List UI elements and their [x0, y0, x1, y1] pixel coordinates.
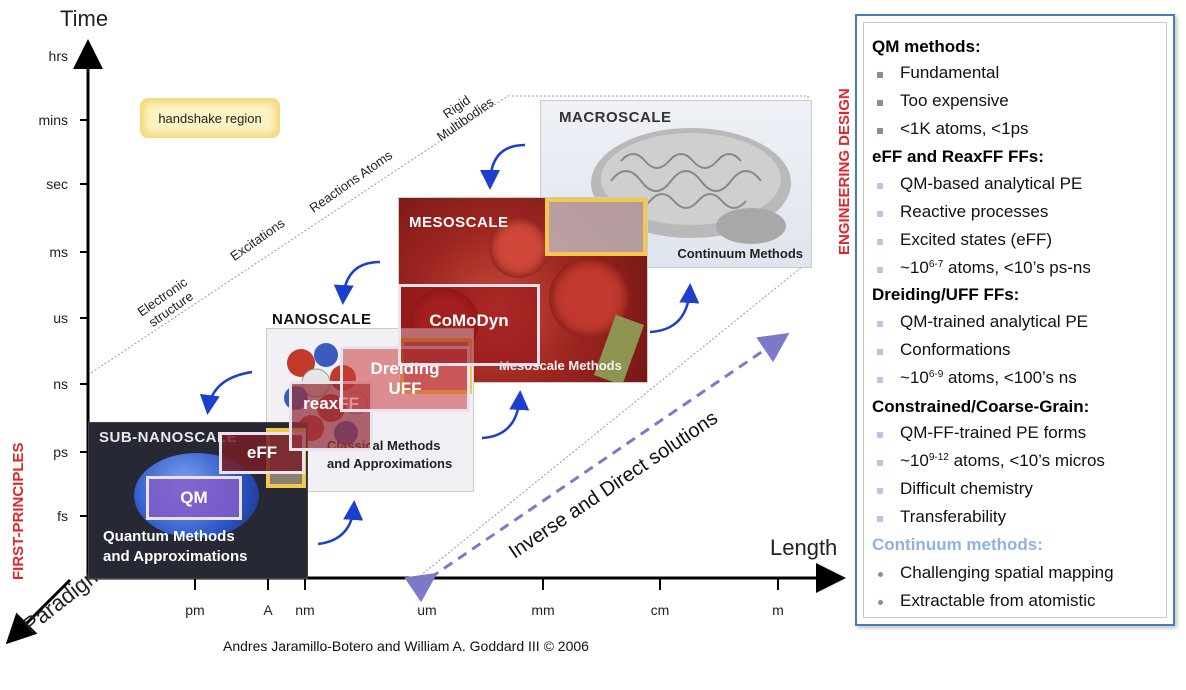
y-tick-label: ms: [49, 244, 68, 260]
paradigm-axis: [5, 578, 72, 645]
legend-item: Transferability: [900, 507, 1007, 526]
handshake-region: handshake region: [140, 98, 280, 138]
legend-item: Conformations: [900, 340, 1011, 359]
legend-item: Reactive processes: [900, 202, 1049, 221]
legend-heading-cg: Constrained/Coarse-Grain:: [872, 397, 1090, 416]
caption-line: and Approximations: [103, 548, 248, 565]
subnanoscale-caption: Quantum Methods and Approximations: [103, 527, 247, 567]
legend-heading-dreiding: Dreiding/UFF FFs:: [872, 285, 1020, 304]
legend-panel: QM methods: Fundamental Too expensive <1…: [855, 14, 1175, 626]
y-axis-title: Time: [60, 6, 109, 31]
x-axis-title: Length: [770, 535, 838, 560]
first-principles-label: FIRST-PRINCIPLES: [10, 442, 27, 580]
legend-item: Fundamental: [900, 63, 1000, 82]
meso-macro-overlap: [545, 198, 647, 256]
envelope-top: [87, 95, 808, 376]
x-tick-label: A: [263, 602, 273, 618]
subnanoscale-title: SUB-NANOSCALE: [99, 429, 238, 446]
legend-inner: QM methods: Fundamental Too expensive <1…: [863, 22, 1167, 618]
x-tick-label: pm: [185, 602, 205, 618]
legend-item: QM-trained analytical PE: [900, 312, 1089, 331]
nanoscale-title: NANOSCALE: [272, 311, 372, 328]
legend-item-atoms: ~109-12 atoms, <10’s micros: [900, 451, 1105, 470]
macroscale-title: MACROSCALE: [559, 109, 672, 126]
curve-arrow-1: [199, 370, 253, 415]
x-tick-label: mm: [531, 602, 555, 618]
curve-arrow-4: [317, 500, 364, 546]
mesoscale-title: MESOSCALE: [409, 214, 509, 231]
legend-item: Too expensive: [900, 91, 1009, 110]
y-tick-label: ps: [53, 444, 68, 460]
engineering-design-label: ENGINEERING DESIGN: [836, 88, 853, 255]
y-tick-label: fs: [57, 508, 68, 524]
method-box-line: UFF: [388, 379, 422, 398]
curve-arrow-5: [481, 390, 530, 440]
legend-item: Challenging spatial mapping: [900, 563, 1114, 582]
y-ticks: [80, 55, 88, 517]
inverse-direct-arrow: [404, 332, 790, 603]
credit-text: Andres Jaramillo-Botero and William A. G…: [223, 638, 589, 654]
caption-line: and Approximations: [327, 456, 453, 471]
method-box-eff: eFF: [219, 432, 305, 474]
legend-item-atoms: ~106-7 atoms, <10’s ps-ns: [900, 258, 1091, 277]
legend-item: Extractable from atomistic: [900, 591, 1096, 610]
legend-item: <1K atoms, <1ps: [900, 119, 1029, 138]
y-tick-label: mins: [38, 112, 68, 128]
curve-arrow-2: [333, 260, 381, 305]
x-tick-label: nm: [295, 602, 315, 618]
y-tick-label: ns: [53, 376, 68, 392]
x-tick-label: um: [417, 602, 437, 618]
method-box-qm: QM: [146, 476, 242, 520]
legend-item: Excited states (eFF): [900, 230, 1053, 249]
legend-item-atoms: ~106-9 atoms, <100’s ns: [900, 368, 1077, 387]
legend-item: QM-based analytical PE: [900, 174, 1083, 193]
legend-heading-eff: eFF and ReaxFF FFs:: [872, 147, 1044, 166]
x-ticks: [194, 578, 779, 590]
curve-arrow-3: [480, 143, 526, 190]
x-tick-label: cm: [650, 602, 670, 618]
y-tick-label: us: [53, 310, 68, 326]
legend-item: QM-FF-trained PE forms: [900, 423, 1087, 442]
x-tick-label: m: [772, 602, 784, 618]
curve-arrow-6: [649, 283, 700, 334]
y-tick-label: hrs: [48, 48, 68, 64]
legend-heading-continuum: Continuum methods:: [872, 535, 1043, 554]
y-tick-label: sec: [46, 176, 68, 192]
macroscale-caption: Continuum Methods: [677, 246, 803, 261]
caption-line: Quantum Methods: [103, 528, 235, 545]
method-box-comodyn: CoMoDyn: [398, 284, 540, 366]
legend-item: Difficult chemistry: [900, 479, 1033, 498]
legend-heading-qm: QM methods:: [872, 37, 981, 56]
